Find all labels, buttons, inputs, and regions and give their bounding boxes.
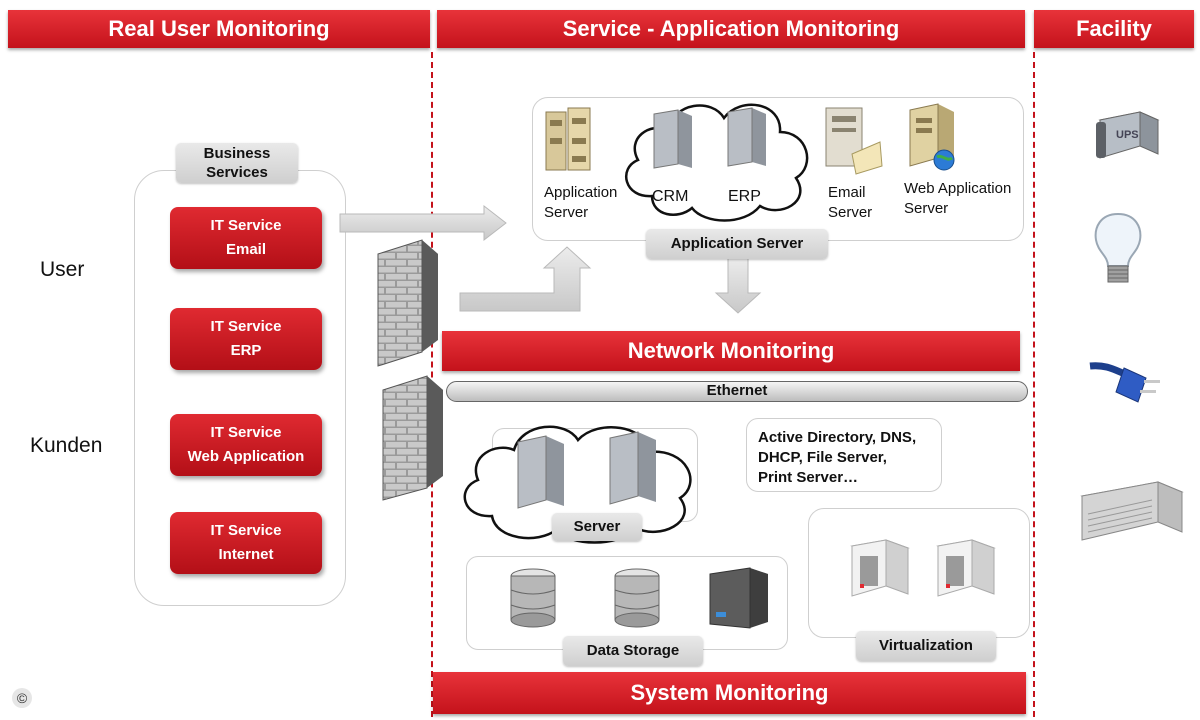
database-2-icon [614,568,660,628]
application-server-label-line2: Server [544,204,589,221]
application-server-icon [545,107,591,171]
kunden-label: Kunden [30,434,103,457]
erp-label: ERP [728,188,761,205]
crm-label: CRM [652,188,689,205]
virtual-server-2-icon [936,539,996,597]
services-text-line3: Print Server… [758,469,859,486]
firewall-icon-bottom [382,375,443,501]
services-text: Active Directory, DNS, DHCP, File Server… [758,428,916,488]
light-bulb-icon [1094,212,1142,283]
server-tag: Server [552,513,642,541]
arrow-l-shaped [459,246,592,312]
ethernet-bar: Ethernet [446,381,1028,402]
application-server-label-line1: Application [544,184,618,201]
it-service-web-application[interactable]: IT Service Web Application [170,414,322,476]
web-application-server-icon [909,103,955,171]
arrow-down-to-network [714,257,762,314]
header-facility: Facility [1034,10,1194,48]
data-storage-tag: Data Storage [563,636,703,666]
services-text-line2: DHCP, File Server, [758,449,887,466]
business-services-title-line2: Services [206,164,268,181]
application-server-tag: Application Server [646,229,828,259]
arrow-to-app-server [339,204,507,242]
email-server-label: Email Server [828,183,872,223]
business-services-title: Business Services [176,143,298,183]
email-server-label-line2: Server [828,204,873,221]
virtualization-tag: Virtualization [856,631,996,661]
crm-server-icon [653,109,692,169]
virtual-server-1-icon [850,539,910,597]
database-1-icon [510,568,556,628]
it-service-email-line2: Email [225,241,267,258]
email-server-icon [825,107,883,175]
ethernet-label: Ethernet [706,382,768,399]
svg-text:UPS: UPS [1116,129,1139,141]
it-service-erp-line1: IT Service [210,318,282,335]
cloud-icon [625,103,809,222]
it-service-web-application-line2: Web Application [187,448,305,465]
web-application-server-label-line1: Web Application [904,180,1012,197]
web-application-server-label-line2: Server [904,200,949,217]
copyright-symbol: © [12,688,32,708]
ups-icon: UPS [1096,111,1160,159]
it-service-erp[interactable]: IT Service ERP [170,308,322,370]
it-service-internet[interactable]: IT Service Internet [170,512,322,574]
erp-server-icon [727,107,766,167]
power-plug-icon [1089,362,1160,403]
header-network-monitoring: Network Monitoring [442,331,1020,371]
it-service-web-application-line1: IT Service [210,424,282,441]
application-server-label: Application Server [544,183,617,223]
header-real-user-monitoring: Real User Monitoring [8,10,430,48]
firewall-icon-top [377,239,438,367]
it-service-email-line1: IT Service [210,217,282,234]
air-conditioner-icon [1080,481,1184,541]
it-service-email[interactable]: IT Service Email [170,207,322,269]
user-label: User [40,258,85,281]
it-service-erp-line2: ERP [230,342,262,359]
business-services-title-line1: Business [203,145,271,162]
server-2-icon [609,431,656,505]
services-text-box [746,418,942,492]
it-service-internet-line2: Internet [218,546,274,563]
it-service-internet-line1: IT Service [210,522,282,539]
header-service-application-monitoring: Service - Application Monitoring [437,10,1025,48]
services-text-line1: Active Directory, DNS, [758,429,917,446]
separator-left [431,52,433,717]
header-system-monitoring: System Monitoring [433,672,1026,714]
separator-right [1033,52,1035,717]
server-1-icon [517,435,564,509]
email-server-label-line1: Email [828,184,866,201]
storage-appliance-icon [709,567,768,629]
web-application-server-label: Web Application Server [904,179,1011,219]
